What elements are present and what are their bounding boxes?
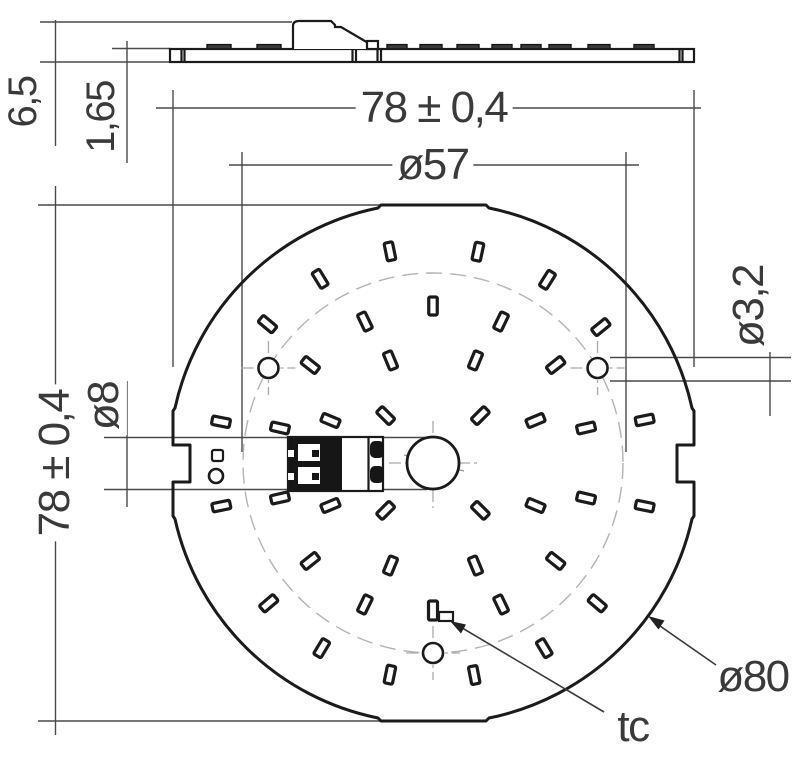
led-pad xyxy=(545,355,567,375)
led-pad xyxy=(470,405,491,426)
led-pad xyxy=(382,240,398,263)
led-pad xyxy=(586,593,608,614)
dim-side-height: 6,5 xyxy=(1,71,45,133)
tc-marker xyxy=(426,599,455,623)
pcb-outline xyxy=(171,203,696,723)
led-pad xyxy=(492,593,510,616)
side-view-led-pads xyxy=(206,43,655,50)
led-pad xyxy=(382,554,400,577)
mount-holes xyxy=(241,341,625,680)
side-view-connector xyxy=(291,19,372,49)
led-pad xyxy=(466,349,484,372)
led-pad xyxy=(466,554,484,577)
led-pad xyxy=(312,637,332,660)
led-pad xyxy=(319,496,342,514)
led-pad xyxy=(375,500,396,521)
led-pad xyxy=(268,420,291,436)
led-pad xyxy=(210,498,233,514)
led-pad xyxy=(299,551,321,571)
led-pad xyxy=(545,551,567,571)
led-pad xyxy=(492,310,510,333)
led-pad xyxy=(575,490,598,506)
dim-center-hole: ø8 xyxy=(79,376,128,436)
led-pad xyxy=(310,267,330,290)
led-pad xyxy=(209,414,232,430)
led-pad xyxy=(356,310,374,333)
led-pad xyxy=(575,420,598,436)
led-pad xyxy=(299,355,321,375)
led-pad xyxy=(524,496,547,514)
led-pad xyxy=(319,412,342,430)
led-pad xyxy=(470,500,491,521)
led-pad xyxy=(524,412,547,430)
square-pad xyxy=(210,448,225,463)
led-pad xyxy=(633,498,656,514)
outer-dia-leader xyxy=(648,616,717,666)
led-array xyxy=(209,240,656,687)
led-pad xyxy=(470,240,486,263)
led-pad xyxy=(382,663,398,686)
side-view-pcb xyxy=(168,47,696,64)
tc-leader xyxy=(450,621,605,713)
led-pad xyxy=(427,295,439,317)
led-pad xyxy=(375,405,396,426)
led-pad xyxy=(256,314,279,335)
round-pad xyxy=(207,467,225,485)
led-pad xyxy=(382,349,400,372)
led-pad xyxy=(534,637,554,660)
led-pad xyxy=(590,317,612,338)
led-pad xyxy=(538,268,557,291)
led-pad xyxy=(268,490,291,506)
dim-overall-height: 78 ± 0,4 xyxy=(30,384,79,542)
dim-outer-dia: ø80 xyxy=(717,651,790,701)
led-pad xyxy=(258,593,280,614)
led-pad xyxy=(466,664,482,687)
led-pad xyxy=(356,593,374,616)
dim-overall-width: 78 ± 0,4 xyxy=(355,84,513,132)
dim-mount-hole: ø3,2 xyxy=(724,259,773,353)
dim-pcb-thickness: 1,65 xyxy=(79,76,123,158)
dim-led-circle: ø57 xyxy=(392,141,474,189)
side-view xyxy=(168,19,696,64)
led-pad xyxy=(633,412,656,428)
main-view xyxy=(171,203,717,723)
connector xyxy=(286,435,385,493)
label-tc: tc xyxy=(617,701,650,751)
